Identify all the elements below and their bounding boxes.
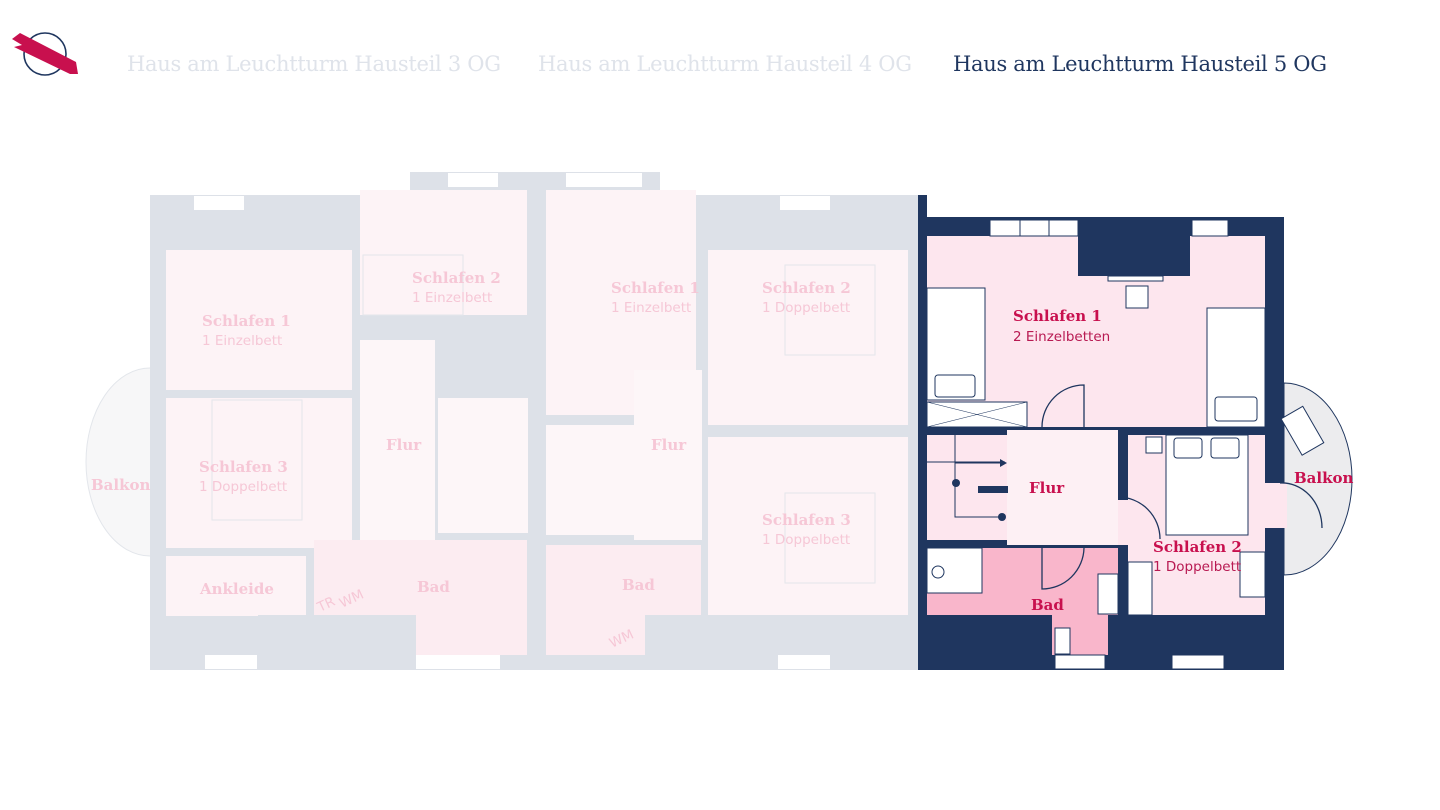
plan-hausteil-4-og[interactable] — [530, 172, 918, 670]
room-label: Flur — [386, 436, 422, 454]
room-label: Schlafen 2 — [762, 279, 851, 297]
floor-tabs: Haus am Leuchtturm Hausteil 3 OG Haus am… — [0, 52, 1440, 86]
room-label: Bad — [622, 576, 655, 594]
room-beds: 1 Einzelbett — [412, 290, 492, 306]
room-beds: 2 Einzelbetten — [1013, 329, 1110, 345]
room-beds: 1 Doppelbett — [199, 479, 287, 495]
room-label: Schlafen 3 — [199, 458, 288, 476]
plan-hausteil-5-og[interactable] — [918, 195, 1353, 670]
room-label: Bad — [417, 578, 450, 596]
room-label: Schlafen 2 — [1153, 538, 1242, 556]
plan-hausteil-3-og[interactable] — [85, 172, 530, 670]
room-label: Schlafen 1 — [611, 279, 700, 297]
tab-hausteil-4-og[interactable]: Haus am Leuchtturm Hausteil 4 OG — [538, 52, 912, 76]
room-label: Schlafen 2 — [412, 269, 501, 287]
room-label: Flur — [1029, 479, 1065, 497]
room-label: Flur — [651, 436, 687, 454]
room-beds: 1 Doppelbett — [762, 300, 850, 316]
room-label: Schlafen 1 — [1013, 307, 1102, 325]
room-label: Ankleide — [199, 580, 274, 598]
room-beds: 1 Einzelbett — [202, 333, 282, 349]
logo-icon[interactable] — [10, 30, 82, 80]
room-beds: 1 Doppelbett — [1153, 559, 1241, 575]
room-label: Balkon — [1294, 469, 1353, 487]
tab-hausteil-3-og[interactable]: Haus am Leuchtturm Hausteil 3 OG — [127, 52, 501, 76]
room-label: Schlafen 1 — [202, 312, 291, 330]
tab-hausteil-5-og[interactable]: Haus am Leuchtturm Hausteil 5 OG — [953, 52, 1327, 76]
room-beds: 1 Doppelbett — [762, 532, 850, 548]
dryer-mark: TR — [314, 594, 338, 616]
room-label: Balkon — [91, 476, 150, 494]
room-label: Schlafen 3 — [762, 511, 851, 529]
room-beds: 1 Einzelbett — [611, 300, 691, 316]
room-label: Bad — [1031, 596, 1064, 614]
